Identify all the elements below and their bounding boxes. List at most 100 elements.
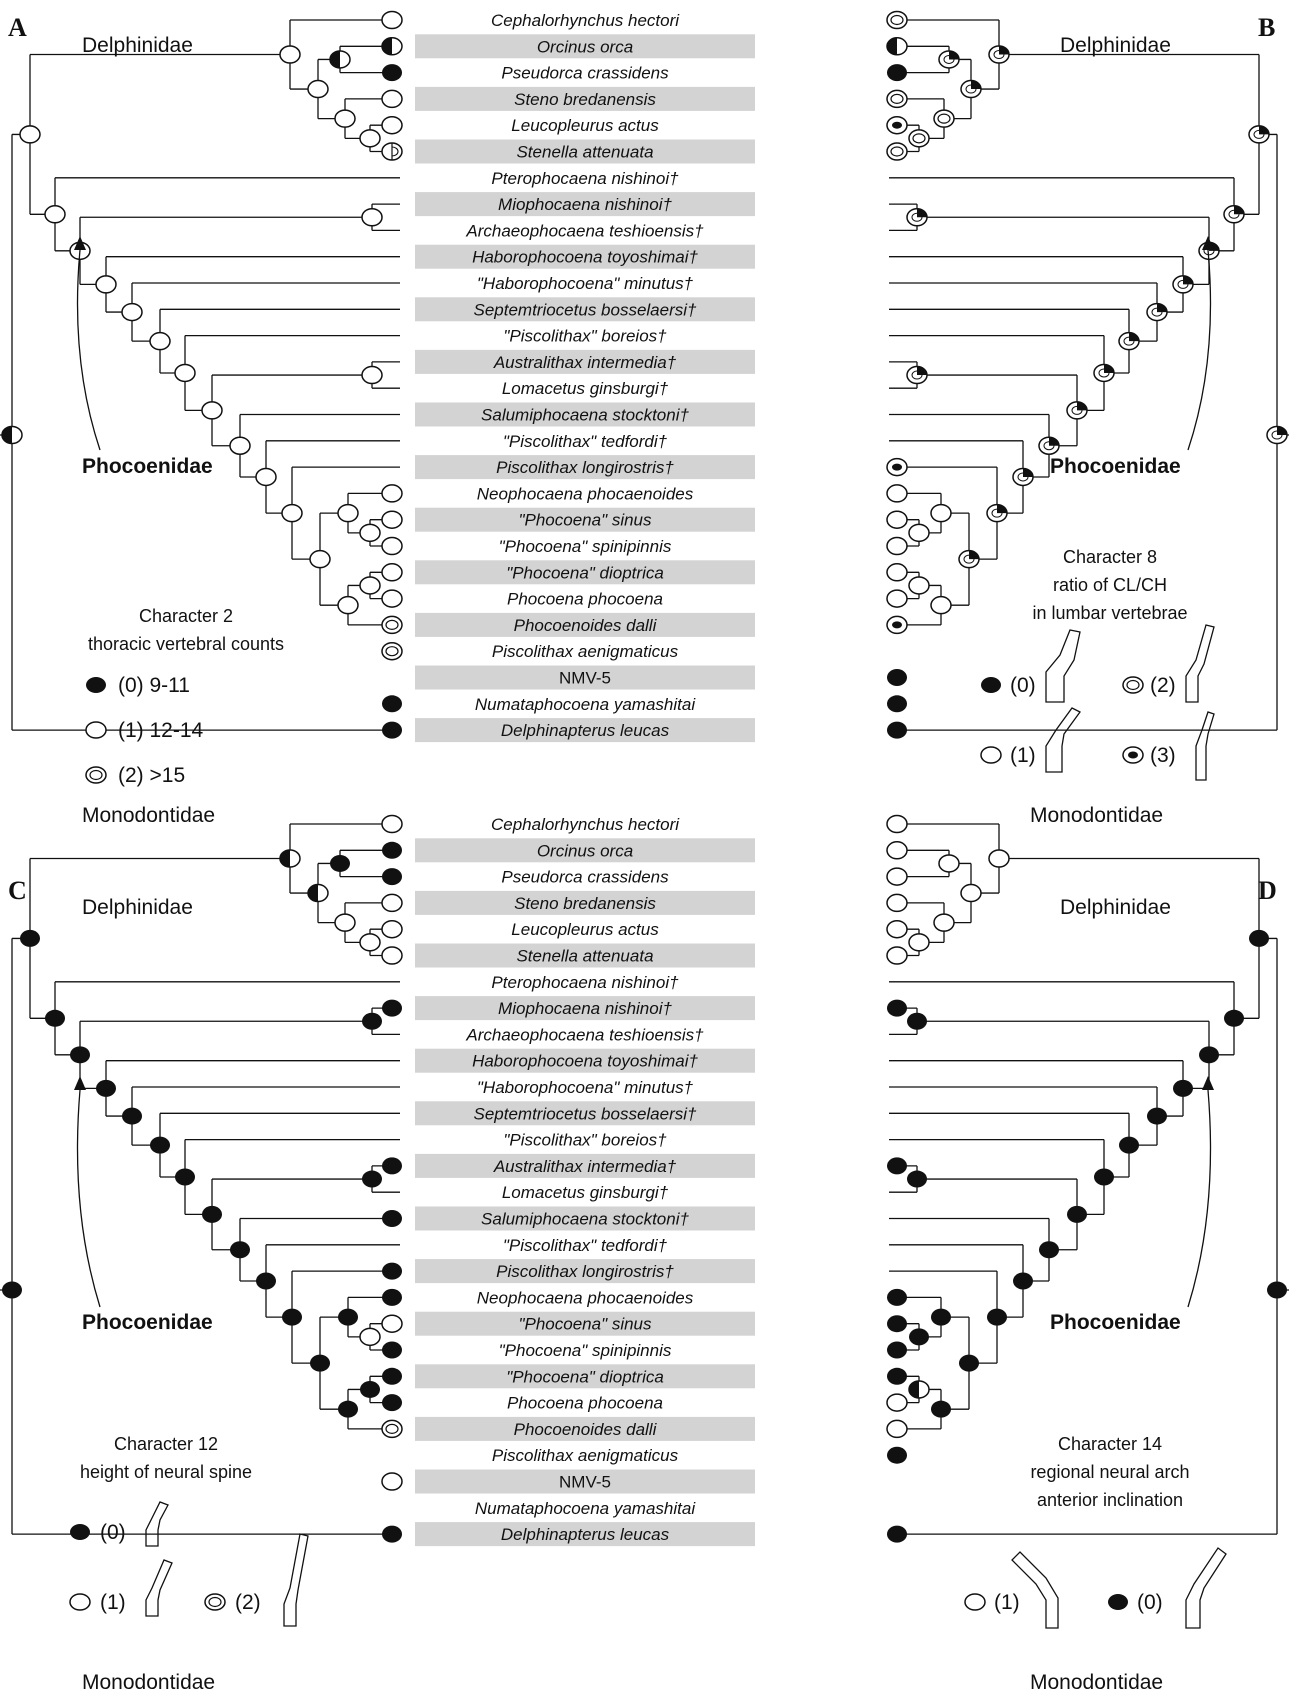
legend-item-d-0: (0)	[1137, 1591, 1163, 1614]
taxon-label: Phocoena phocoena	[507, 1394, 663, 1413]
state-marker	[329, 50, 351, 69]
state-marker	[382, 999, 402, 1017]
taxon-band	[415, 1469, 755, 1494]
taxon-label: Neophocaena phocaenoides	[477, 484, 694, 503]
state-marker	[230, 1241, 250, 1259]
state-marker	[361, 365, 383, 385]
legend-subtitle-a: thoracic vertebral counts	[88, 634, 284, 654]
state-marker	[362, 1170, 382, 1188]
clade-delphinidae-a: Delphinidae	[82, 34, 193, 57]
state-marker	[381, 1314, 403, 1333]
state-markers	[1, 10, 1288, 1543]
state-marker	[886, 1393, 908, 1412]
state-marker	[334, 913, 356, 932]
state-marker	[361, 208, 383, 227]
taxon-label: Numataphocoena yamashitai	[475, 695, 696, 714]
state-marker	[381, 563, 403, 582]
state-marker	[887, 695, 907, 713]
state-marker	[359, 1327, 381, 1347]
taxon-label: Pterophocaena nishinoi†	[491, 973, 679, 992]
state-marker	[382, 695, 402, 713]
taxon-label: Piscolithax aenigmaticus	[492, 1446, 679, 1465]
legend-marker-a-2	[85, 766, 107, 784]
state-marker	[360, 1380, 380, 1398]
state-marker	[381, 641, 403, 661]
legend-marker-d-1	[964, 1593, 986, 1611]
legend-item-c-1: (1)	[100, 1591, 126, 1614]
taxon-label: "Piscolithax" boreios†	[503, 1131, 667, 1150]
state-marker	[886, 615, 908, 635]
state-marker	[1, 425, 23, 445]
state-marker	[1224, 1009, 1244, 1027]
taxon-label: Lomacetus ginsburgi†	[502, 1183, 669, 1202]
legend-marker-c-2	[204, 1593, 226, 1611]
taxon-label: Delphinapterus leucas	[501, 1525, 670, 1544]
clade-monodontidae-a: Monodontidae	[82, 804, 215, 827]
state-marker	[909, 1328, 929, 1346]
state-marker	[887, 1315, 907, 1333]
legend-marker-b-3-inner	[1128, 751, 1138, 759]
state-marker	[930, 503, 952, 523]
state-marker	[381, 893, 403, 913]
legend-title-d: Character 14	[1058, 1434, 1162, 1454]
taxon-bands	[415, 34, 755, 1547]
arrow-phocoenidae-c	[76, 1089, 101, 1308]
state-marker	[886, 457, 908, 477]
state-marker	[381, 115, 403, 135]
state-marker	[887, 64, 907, 82]
clade-monodontidae-d: Monodontidae	[1030, 1671, 1163, 1694]
taxon-band	[415, 402, 755, 427]
state-marker	[334, 109, 356, 128]
state-marker	[886, 536, 908, 556]
legend-marker-b-2-inner	[1126, 679, 1140, 691]
taxon-label: Haborophocoena toyoshimai†	[472, 248, 698, 267]
state-marker	[381, 10, 403, 30]
arrowhead-c	[74, 1076, 86, 1090]
taxon-band	[415, 1206, 755, 1231]
state-marker	[1249, 929, 1269, 947]
state-marker	[886, 919, 908, 939]
state-marker	[381, 37, 403, 56]
taxon-band	[415, 1522, 755, 1547]
state-marker	[887, 1157, 907, 1175]
state-marker	[19, 125, 41, 144]
legend-line3-d: anterior inclination	[1037, 1490, 1183, 1510]
state-marker	[887, 1367, 907, 1385]
legend-item-b-1: (1)	[1010, 744, 1036, 767]
state-marker	[886, 867, 908, 886]
taxon-band	[415, 560, 755, 585]
state-marker	[307, 79, 329, 99]
taxon-label: Orcinus orca	[537, 37, 633, 56]
legend-item-a-2: (2) >15	[118, 764, 185, 787]
taxon-label: Delphinapterus leucas	[501, 721, 670, 740]
state-marker	[382, 1367, 402, 1385]
taxon-label: "Phocoena" sinus	[518, 1315, 652, 1334]
state-marker	[382, 1262, 402, 1280]
taxon-band	[415, 244, 755, 269]
state-marker	[1038, 436, 1060, 455]
taxon-band	[415, 665, 755, 690]
state-marker	[381, 510, 403, 529]
state-marker	[255, 467, 277, 487]
panel-letter-b: B	[1258, 13, 1275, 42]
panel-letter-d: D	[1258, 876, 1277, 905]
state-marker	[1012, 467, 1034, 487]
state-marker	[309, 549, 331, 569]
state-marker	[359, 129, 381, 148]
state-marker	[986, 503, 1008, 523]
state-marker	[337, 595, 359, 615]
legend-marker-c-2-inner	[208, 1596, 222, 1608]
taxon-label: Piscolithax longirostris†	[496, 1262, 674, 1281]
state-marker	[121, 302, 143, 322]
panel-letter-a: A	[8, 13, 27, 42]
taxon-band	[415, 1416, 755, 1441]
vertebra-icon-c-0	[145, 1501, 169, 1547]
state-marker	[256, 1272, 276, 1290]
taxon-band	[415, 455, 755, 480]
taxon-label: "Phocoena" spinipinnis	[499, 537, 672, 556]
state-marker	[382, 1157, 402, 1175]
state-marker	[886, 814, 908, 834]
state-marker	[1066, 401, 1088, 420]
taxon-label: Salumiphocaena stocktoni†	[481, 1210, 689, 1229]
